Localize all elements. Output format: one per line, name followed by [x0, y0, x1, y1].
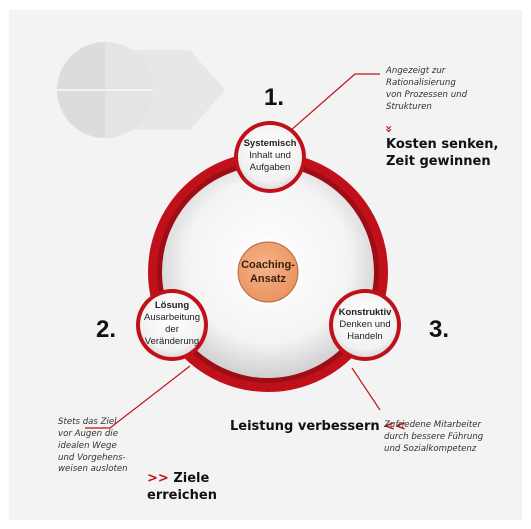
step-1-line2: Aufgaben — [249, 161, 291, 173]
step-3-line1: Denken und — [339, 318, 391, 330]
step-1-text: Systemisch Inhalt und Aufgaben — [236, 138, 304, 174]
step-2-title: Lösung — [154, 300, 190, 311]
step-2-line3: Veränderung — [144, 335, 200, 347]
double-chevron-right-icon: >> — [147, 471, 169, 486]
connector-line-2 — [85, 365, 191, 429]
satellite-circle-2 — [136, 289, 208, 361]
note-top-right: Angezeigt zur Rationalisierung von Proze… — [386, 66, 521, 113]
center-label-line1: Coaching- — [241, 259, 295, 271]
step-number-1: 1. — [264, 84, 285, 111]
note-top-right-line: von Prozessen und — [386, 89, 468, 100]
note-bottom-left-line: Stets das Ziel — [58, 417, 117, 427]
note-bottom-left: Stets das Ziel vor Augen die idealen Weg… — [58, 417, 153, 476]
step-3-text: Konstruktiv Denken und Handeln — [328, 307, 402, 343]
headline-bottom-left-text: Ziele erreichen — [147, 471, 217, 503]
step-number-2: 2. — [96, 316, 117, 343]
note-bottom-left-line: und Vorgehens- — [58, 452, 126, 463]
headline-bottom-left: >> Ziele erreichen — [147, 471, 277, 505]
step-number-3: 3. — [429, 316, 450, 343]
center-label: Coaching- Ansatz — [238, 258, 298, 287]
satellite-circle-1 — [234, 121, 306, 193]
note-top-right-line: Strukturen — [386, 101, 432, 112]
double-chevron-left-icon: << — [384, 419, 406, 434]
center-circle — [237, 241, 299, 303]
note-top-right-line: Angezeigt zur — [386, 66, 446, 76]
note-bottom-left-line: idealen Wege — [58, 440, 117, 451]
note-bottom-right-line: Zufriedene Mitarbeiter — [384, 420, 482, 430]
step-3-title: Konstruktiv — [338, 307, 392, 318]
headline-bottom-right: Leistung verbessern << — [230, 419, 406, 436]
step-1-line1: Inhalt und — [249, 149, 291, 161]
step-2-line1: Ausarbeitung — [144, 311, 200, 323]
note-bottom-left-line: vor Augen die — [58, 428, 118, 439]
center-label-line2: Ansatz — [249, 273, 287, 286]
step-1-title: Systemisch — [243, 138, 297, 149]
step-3-line2: Handeln — [347, 330, 383, 342]
connector-line-3 — [351, 367, 381, 411]
step-2-line2: der — [165, 323, 179, 335]
headline-top-right-line1: Kosten senken, — [386, 137, 499, 152]
note-bottom-right: Zufriedene Mitarbeiter durch bessere Füh… — [384, 420, 516, 456]
headline-bottom-right-text: Leistung verbessern — [230, 419, 380, 434]
satellite-circle-3 — [329, 289, 401, 361]
headline-top-right-line2: Zeit gewinnen — [386, 153, 491, 169]
note-top-right-line: Rationalisierung — [386, 77, 456, 88]
headline-top-right: Kosten senken, Zeit gewinnen — [386, 137, 526, 171]
watermark-logo — [57, 42, 225, 138]
note-bottom-right-line: durch bessere Führung — [384, 431, 484, 442]
note-bottom-left-line: weisen ausloten — [58, 464, 128, 475]
note-bottom-right-line: und Sozialkompetenz — [384, 443, 477, 454]
step-2-text: Lösung Ausarbeitung der Veränderung — [137, 300, 207, 348]
down-arrow-icon: » — [381, 125, 396, 133]
connector-line-1 — [289, 73, 380, 132]
